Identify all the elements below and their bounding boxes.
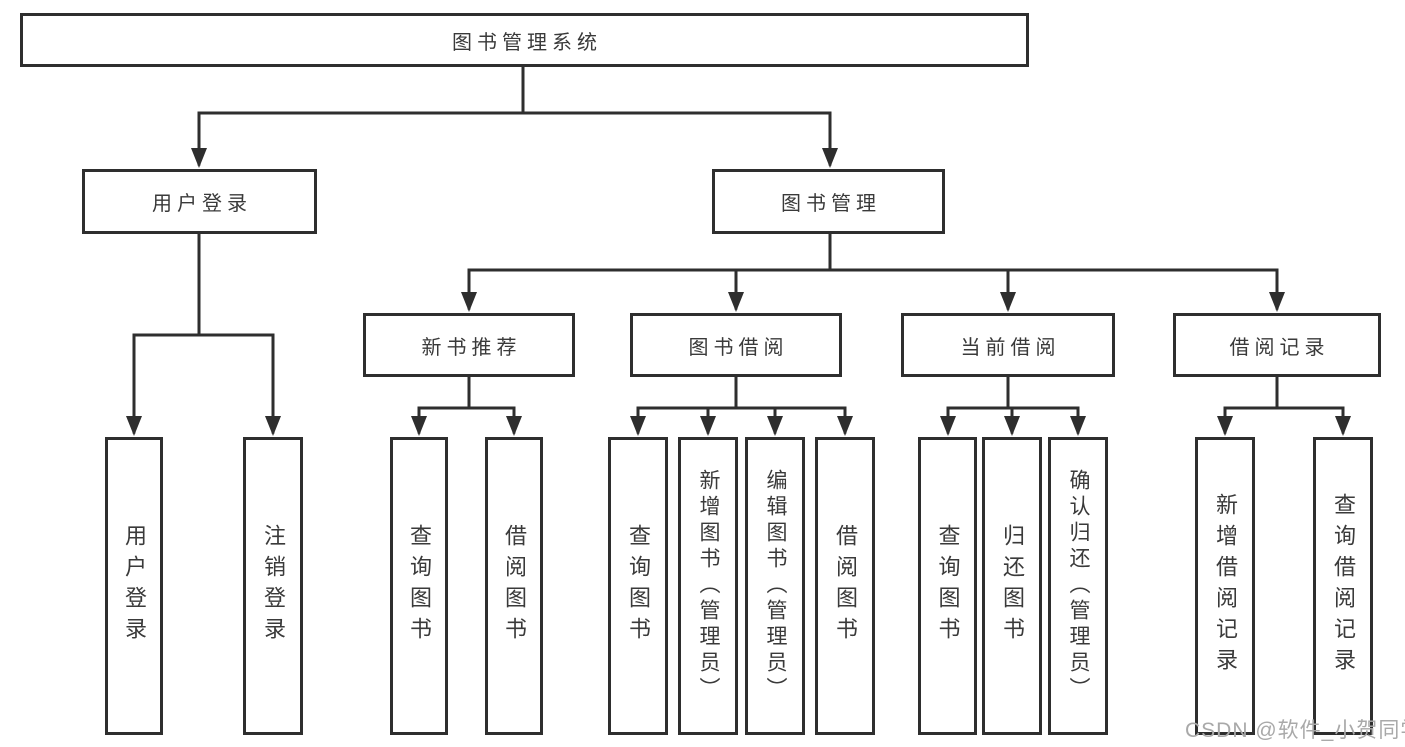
leaf-confirm-return-admin-label: 确认归还（管理员）	[1067, 469, 1090, 703]
leaf-recommend-borrow-books-label: 借阅图书	[502, 524, 527, 648]
leaf-return-books: 归还图书	[982, 437, 1042, 735]
node-user-login-label: 用户登录	[152, 193, 252, 215]
node-current-borrowing-label: 当前借阅	[960, 336, 1061, 359]
leaf-query-borrow-record: 查询借阅记录	[1313, 437, 1373, 735]
node-borrowing-records: 借阅记录	[1173, 313, 1381, 377]
node-book-management: 图书管理	[712, 169, 945, 234]
leaf-user-login-label: 用户登录	[122, 524, 147, 648]
leaf-recommend-borrow-books: 借阅图书	[485, 437, 543, 735]
leaf-edit-books-admin: 编辑图书（管理员）	[745, 437, 805, 735]
leaf-add-books-admin: 新增图书（管理员）	[678, 437, 738, 735]
node-new-book-recommend-label: 新书推荐	[421, 336, 522, 359]
node-book-borrowing: 图书借阅	[630, 313, 842, 377]
leaf-recommend-query-books: 查询图书	[390, 437, 448, 735]
leaf-borrowing-query-books: 查询图书	[608, 437, 668, 735]
node-user-login: 用户登录	[82, 169, 317, 234]
leaf-current-query-books-label: 查询图书	[935, 524, 961, 648]
leaf-borrow-books: 借阅图书	[815, 437, 875, 735]
node-borrowing-records-label: 借阅记录	[1229, 336, 1330, 359]
leaf-borrowing-query-books-label: 查询图书	[626, 524, 651, 648]
node-root-label: 图书管理系统	[452, 31, 602, 54]
leaf-logout-label: 注销登录	[261, 524, 286, 648]
leaf-user-login: 用户登录	[105, 437, 163, 735]
leaf-confirm-return-admin: 确认归还（管理员）	[1048, 437, 1108, 735]
node-book-management-label: 图书管理	[781, 193, 881, 215]
leaf-current-query-books: 查询图书	[918, 437, 977, 735]
leaf-add-borrow-record-label: 新增借阅记录	[1213, 493, 1238, 679]
leaf-logout: 注销登录	[243, 437, 303, 735]
leaf-borrow-books-label: 借阅图书	[833, 524, 858, 648]
leaf-return-books-label: 归还图书	[1000, 524, 1025, 648]
node-root: 图书管理系统	[20, 13, 1029, 67]
leaf-add-borrow-record: 新增借阅记录	[1195, 437, 1255, 735]
node-current-borrowing: 当前借阅	[901, 313, 1115, 377]
node-book-borrowing-label: 图书借阅	[688, 336, 789, 359]
leaf-recommend-query-books-label: 查询图书	[407, 524, 432, 648]
leaf-add-books-admin-label: 新增图书（管理员）	[697, 469, 720, 703]
node-new-book-recommend: 新书推荐	[363, 313, 575, 377]
csdn-watermark: CSDN @软件_小贺同学	[1185, 719, 1405, 742]
leaf-edit-books-admin-label: 编辑图书（管理员）	[764, 469, 787, 703]
leaf-query-borrow-record-label: 查询借阅记录	[1331, 493, 1356, 679]
